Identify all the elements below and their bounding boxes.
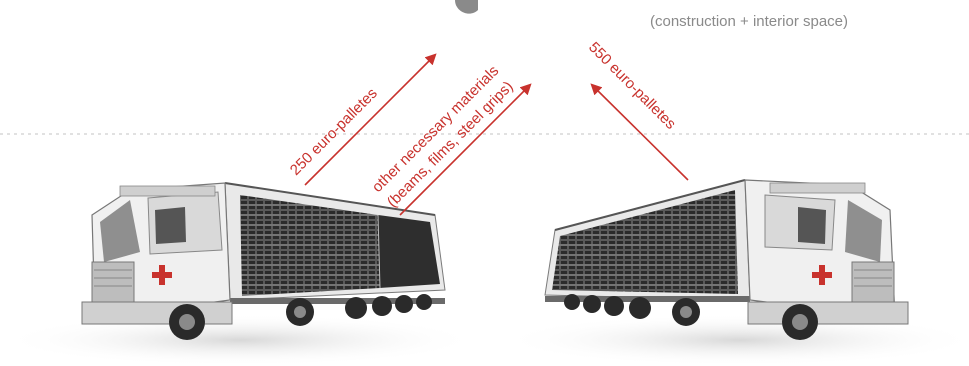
label-beams-films-grips: (beams, films, steel grips) xyxy=(384,78,517,211)
label-250-pallets: 250 euro-palletes xyxy=(287,85,381,179)
caption-construction-interior: (construction + interior space) xyxy=(650,13,848,30)
label-550-pallets: 550 euro-palletes xyxy=(585,39,679,133)
left-truck-shadow xyxy=(0,314,480,366)
arrow-250-pallets xyxy=(305,55,435,185)
label-other-materials: other necessary materials xyxy=(369,62,502,195)
top-partial-shape xyxy=(455,0,478,14)
